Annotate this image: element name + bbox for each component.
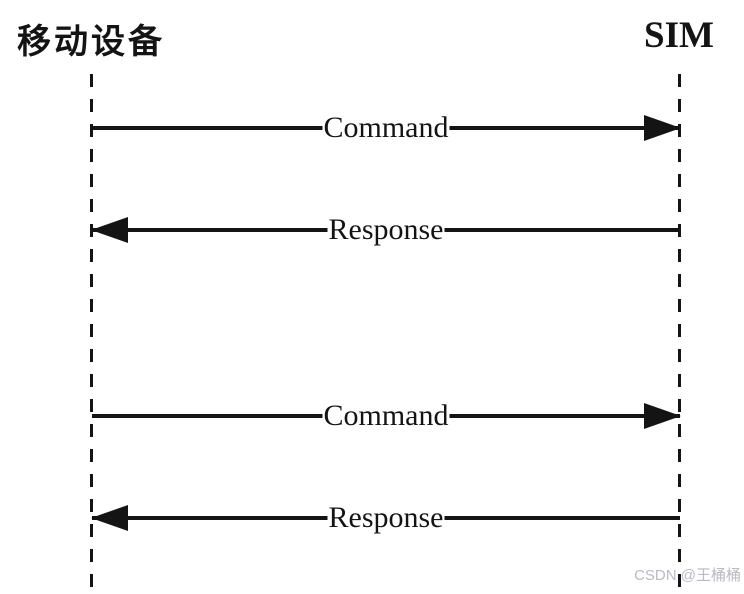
actor-label-mobile-device: 移动设备 [17, 22, 165, 62]
message-label: Response [327, 212, 445, 248]
arrowhead-right-icon [644, 403, 681, 429]
arrowhead-right-icon [644, 115, 681, 141]
message-label: Command [322, 398, 450, 434]
actor-label-sim: SIM [644, 15, 714, 56]
lifeline-sim [678, 74, 681, 594]
csdn-watermark: CSDN @王桶桶 [634, 567, 741, 584]
arrowhead-left-icon [91, 217, 128, 243]
message-label: Command [322, 110, 450, 146]
arrowhead-left-icon [91, 505, 128, 531]
lifeline-mobile-device [90, 74, 93, 594]
message-label: Response [327, 500, 445, 536]
